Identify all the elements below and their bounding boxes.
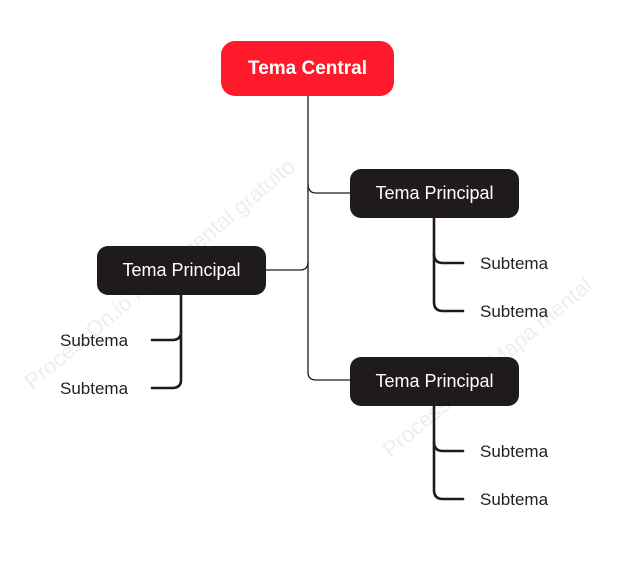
subtopic-2-2[interactable]: Subtema: [60, 379, 129, 398]
connector-trunk: [307, 96, 350, 381]
connector-sub-1: [432, 216, 465, 265]
connector-main-1: [307, 183, 350, 194]
main-topic-2[interactable]: Tema Principal: [97, 246, 266, 295]
subtopic-1-1[interactable]: Subtema: [480, 254, 549, 273]
main-topic-3[interactable]: Tema Principal: [350, 357, 519, 406]
connector-sub-5: [432, 404, 465, 453]
main-topic-1[interactable]: Tema Principal: [350, 169, 519, 218]
subtopic-1-2[interactable]: Subtema: [480, 302, 549, 321]
subtopic-2-1[interactable]: Subtema: [60, 331, 129, 350]
subtopic-3-2[interactable]: Subtema: [480, 490, 549, 509]
subtopic-3-1[interactable]: Subtema: [480, 442, 549, 461]
connector-sub-3: [150, 293, 183, 342]
connector-sub-2: [432, 252, 465, 313]
connector-sub-6: [432, 440, 465, 501]
central-topic[interactable]: Tema Central: [221, 41, 394, 96]
connector-main-2: [266, 261, 309, 271]
connector-sub-4: [150, 330, 183, 390]
